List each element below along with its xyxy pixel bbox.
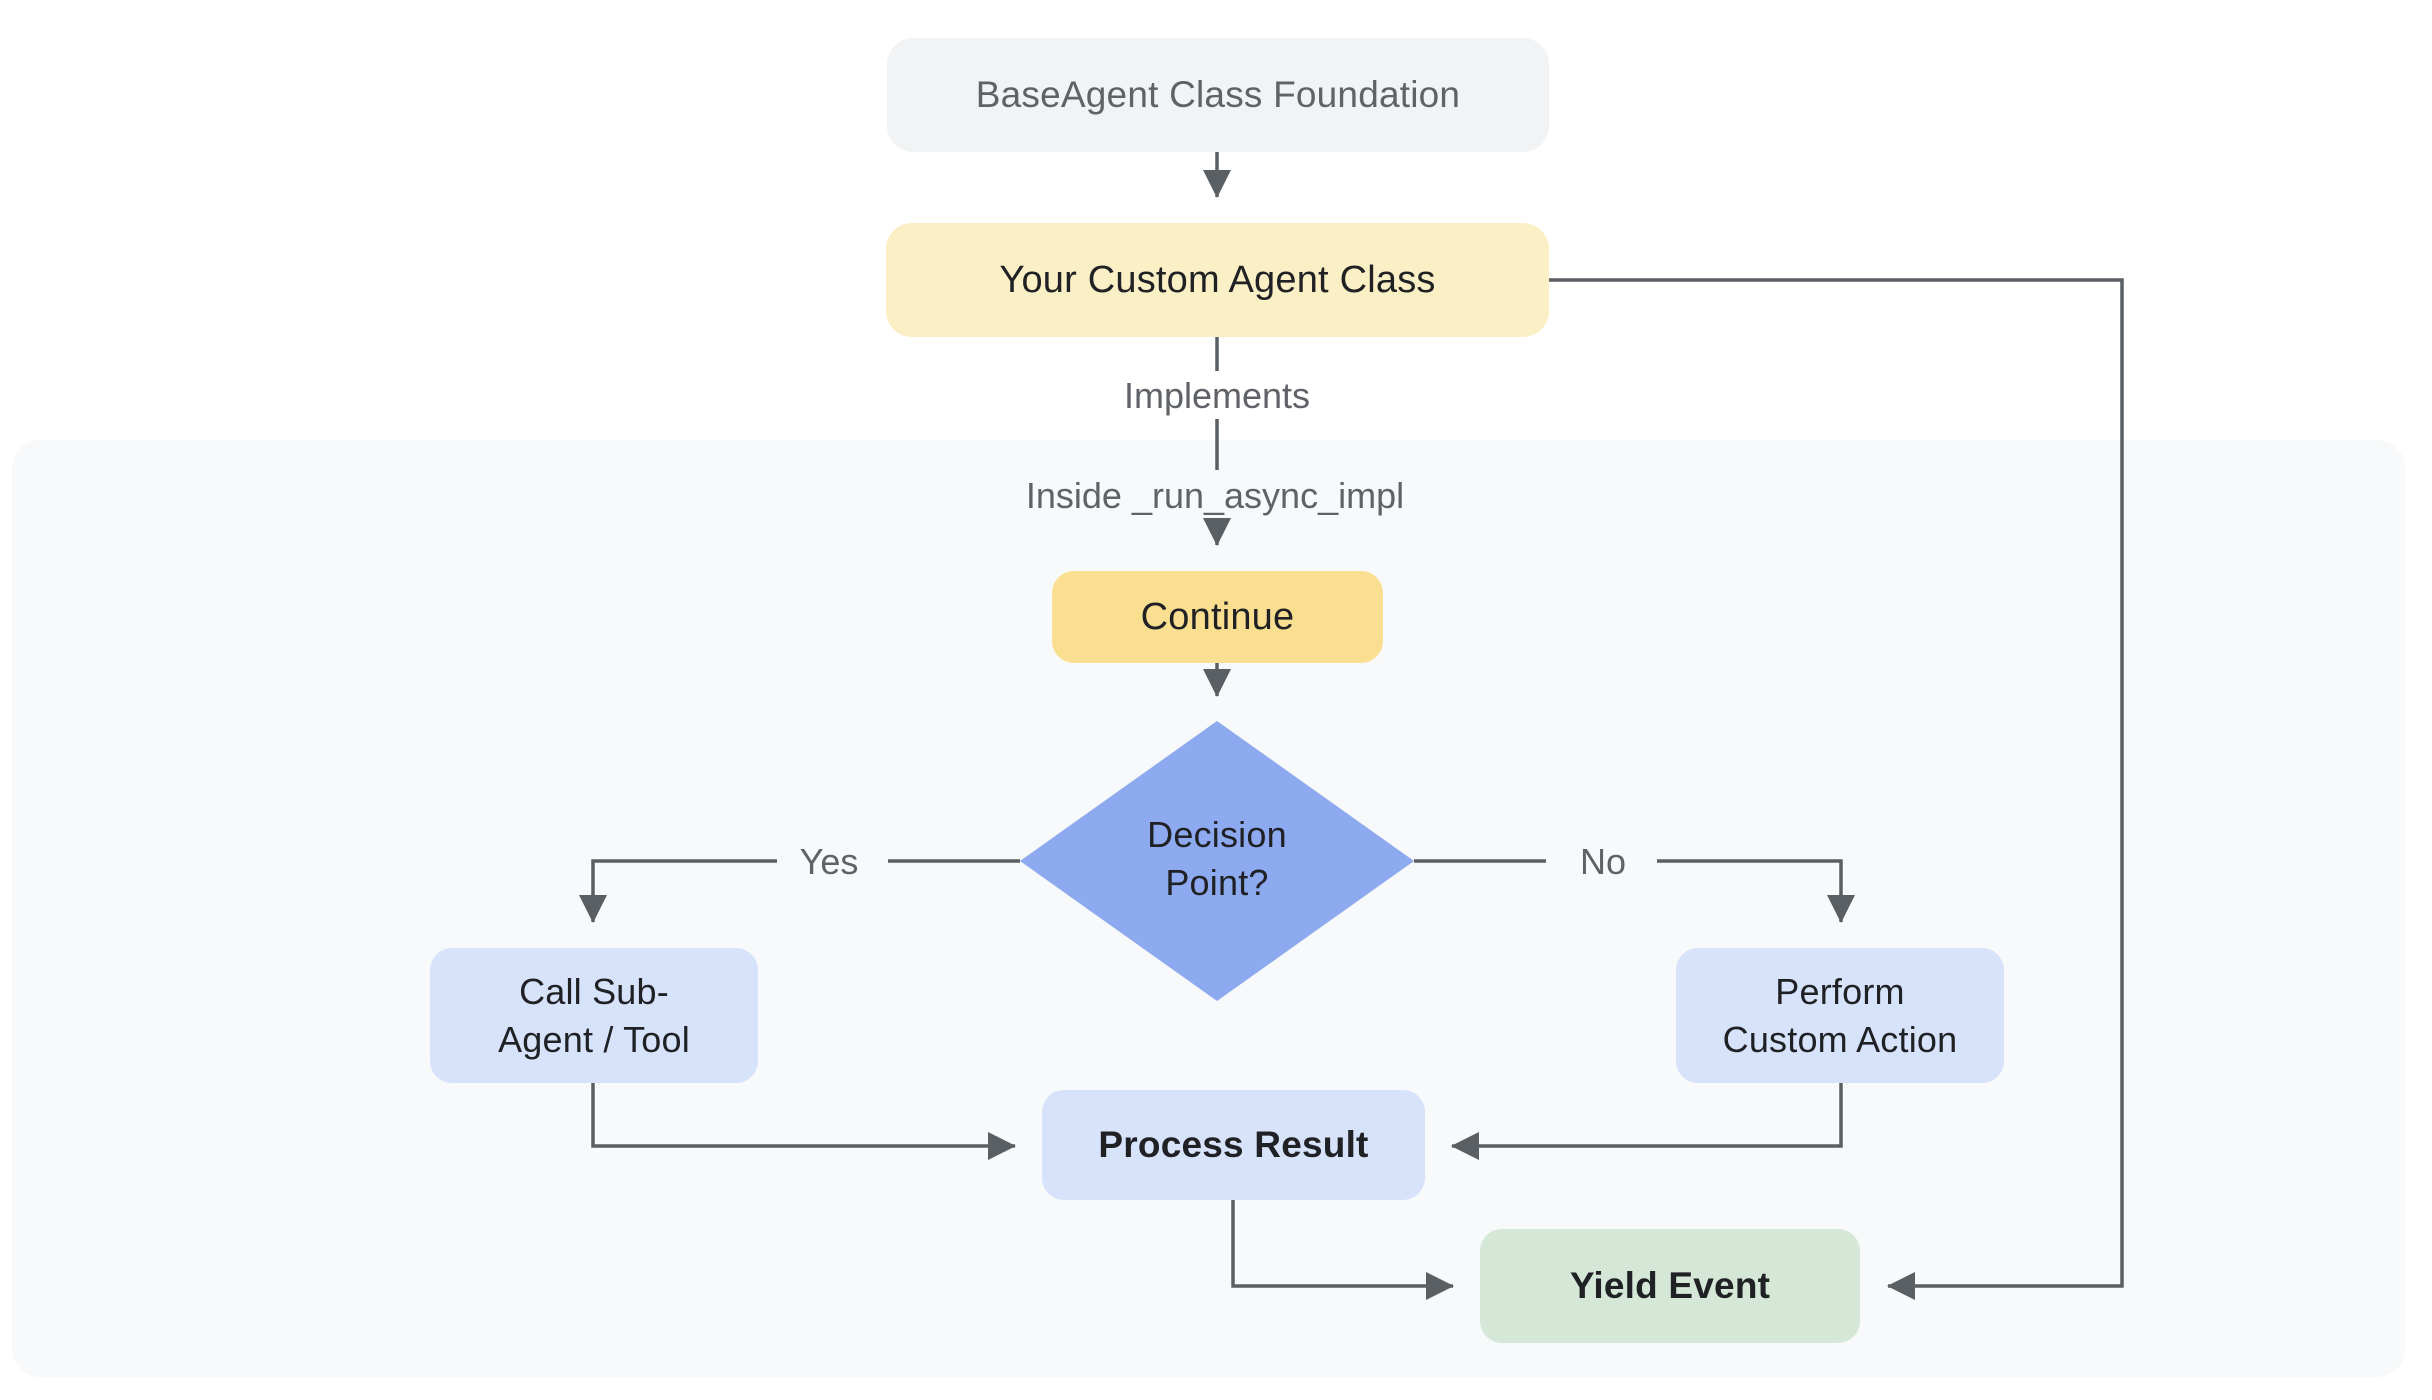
node-yield-event: Yield Event bbox=[1480, 1229, 1860, 1343]
edge-perform-to-process bbox=[1451, 1083, 1843, 1160]
node-perform-custom-action: Perform Custom Action bbox=[1676, 948, 2004, 1083]
edge-label-inside-run-async-impl: Inside _run_async_impl bbox=[1025, 475, 1405, 516]
node-baseagent-foundation: BaseAgent Class Foundation bbox=[887, 38, 1549, 152]
edge-no-seg2 bbox=[1657, 859, 1855, 923]
edge-process-to-yield bbox=[1231, 1200, 1454, 1300]
edge-call-to-process bbox=[591, 1083, 1016, 1160]
edge-label-implements: Implements bbox=[1123, 375, 1311, 416]
node-custom-agent-class: Your Custom Agent Class bbox=[886, 223, 1549, 337]
edge-label-no: No bbox=[1579, 841, 1627, 882]
node-continue: Continue bbox=[1052, 571, 1383, 663]
edge-custom-to-yield bbox=[1549, 278, 2124, 1300]
node-call-subagent-tool: Call Sub- Agent / Tool bbox=[430, 948, 758, 1083]
decision-diamond bbox=[1020, 721, 1414, 1001]
edge-yes-seg2 bbox=[579, 859, 777, 923]
edge-label-yes: Yes bbox=[799, 841, 859, 882]
node-process-result: Process Result bbox=[1042, 1090, 1425, 1200]
node-decision-point-label: Decision Point? bbox=[1147, 814, 1287, 903]
